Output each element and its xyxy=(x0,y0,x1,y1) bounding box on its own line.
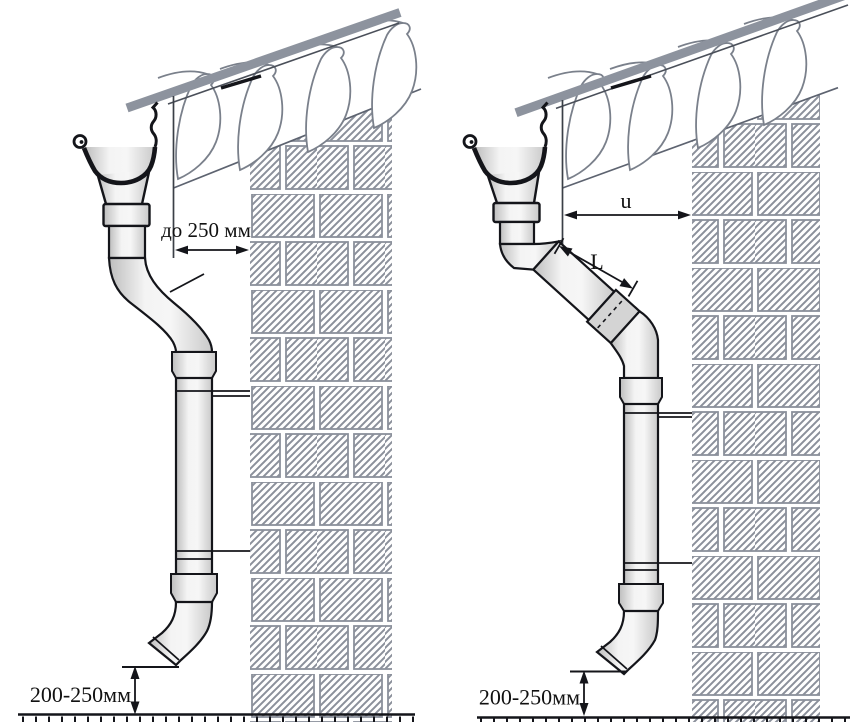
right-bottom-coupling xyxy=(618,583,664,612)
left-gutter-hanger xyxy=(220,74,262,90)
left-roof-deck xyxy=(125,8,402,113)
right-outlet-elbow xyxy=(595,609,660,676)
left-ground-dimension: 200-250мм xyxy=(30,666,179,715)
left-roof-underline xyxy=(167,22,400,105)
right-extension-label: L xyxy=(590,249,603,274)
left-outlet-elbow xyxy=(147,600,214,667)
left-pipe-body xyxy=(174,376,214,604)
right-roof-deck xyxy=(514,0,846,117)
right-brick-wall xyxy=(692,94,820,722)
left-upper-elbow xyxy=(107,256,214,354)
left-brick-wall xyxy=(250,100,392,722)
left-downpipe xyxy=(107,256,250,667)
right-pipe-coupling xyxy=(619,377,663,405)
right-gutter-funnel xyxy=(462,101,549,246)
left-pipe-coupling xyxy=(171,351,217,379)
ground xyxy=(18,713,850,722)
right-u-label: u xyxy=(621,188,632,213)
right-roof-underline xyxy=(555,4,849,110)
left-offset-label: до 250 мм xyxy=(161,218,251,242)
right-pipe-body xyxy=(622,402,660,606)
right-diagram: u L 200-250мм xyxy=(462,0,849,722)
right-ground-dimension: 200-250мм xyxy=(479,670,627,716)
right-extension-dimension: L xyxy=(553,237,639,297)
right-downpipe xyxy=(498,239,692,676)
left-gutter-funnel xyxy=(72,101,159,260)
left-bottom-coupling xyxy=(170,573,218,603)
right-ground-label: 200-250мм xyxy=(479,685,580,710)
left-ground-label: 200-250мм xyxy=(30,682,131,707)
left-diagram: до 250 мм 200-250мм xyxy=(30,8,422,722)
left-offset-dimension: до 250 мм xyxy=(161,218,251,255)
right-u-dimension: u xyxy=(564,188,691,220)
right-gutter-hanger xyxy=(610,74,652,90)
